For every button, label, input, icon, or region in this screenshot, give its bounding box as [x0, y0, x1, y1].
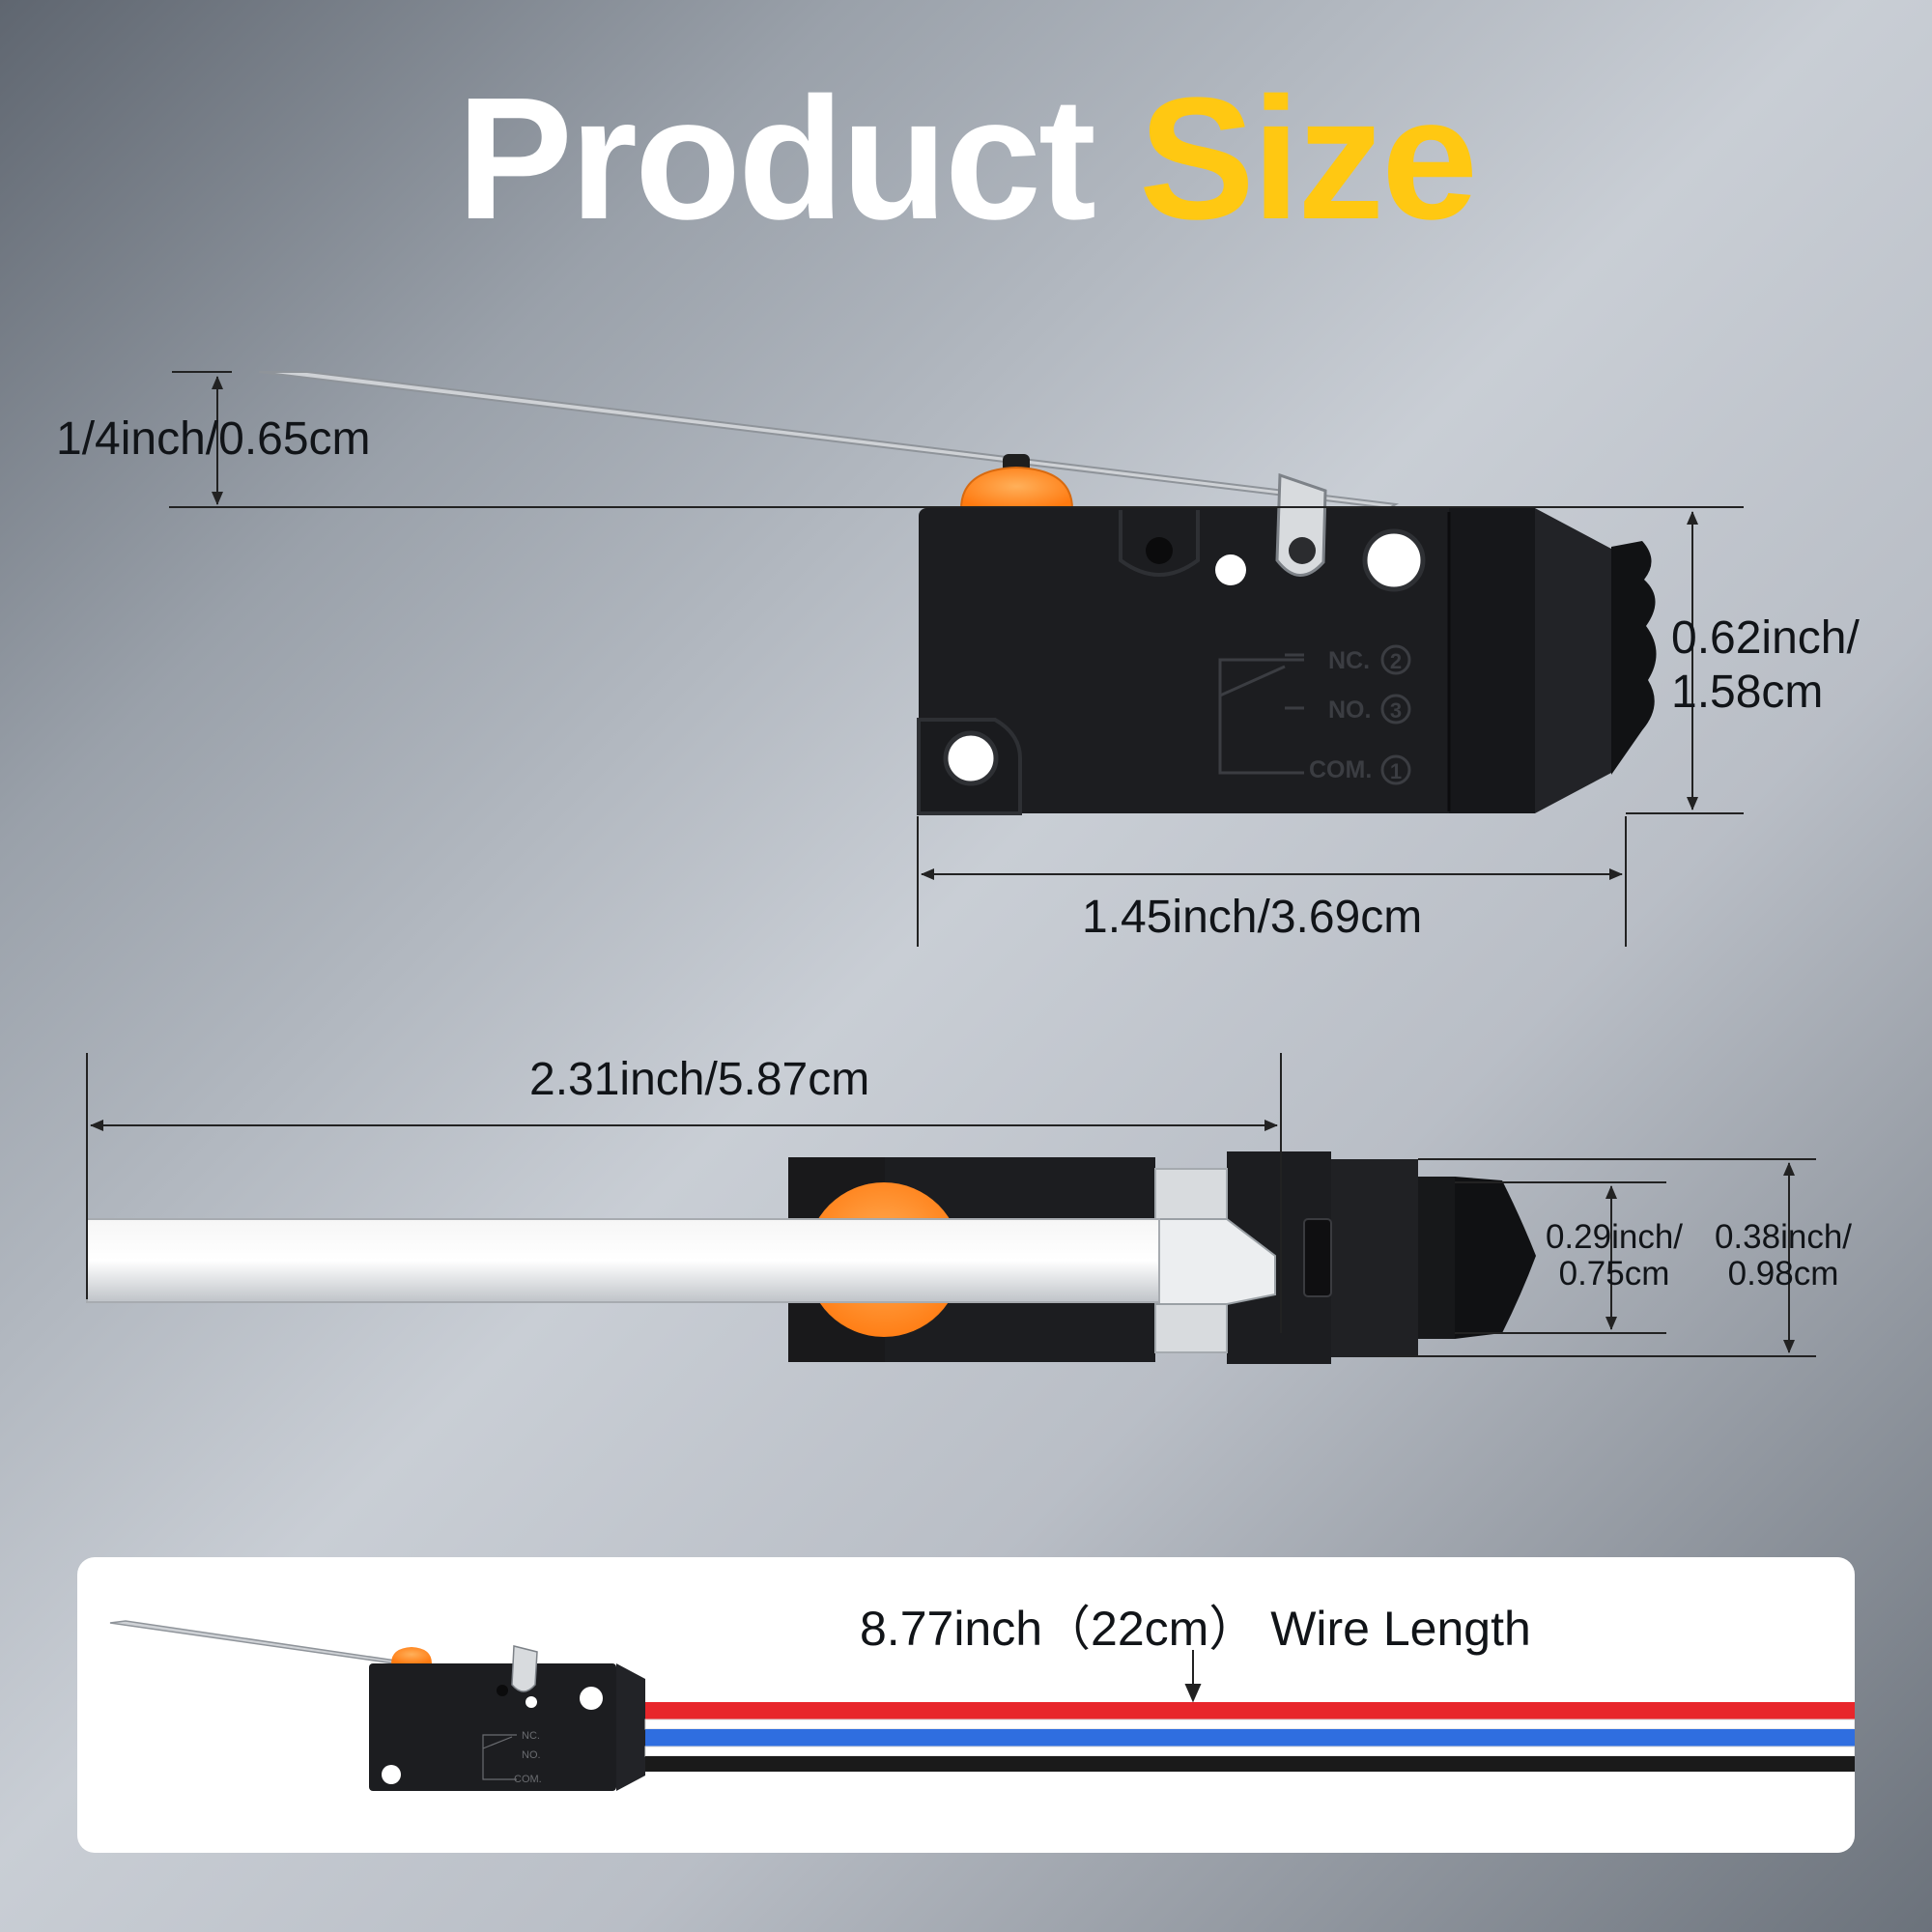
- body-thickness-label: 0.38inch/ 0.98cm: [1706, 1219, 1861, 1293]
- body-thickness-line2: 0.98cm: [1727, 1255, 1839, 1293]
- terminal-no-number: 3: [1390, 698, 1402, 723]
- actuator-thickness-label: 0.29inch/ 0.75cm: [1542, 1219, 1687, 1293]
- switch-side-view: NC. NO. COM. 2 3 1: [258, 371, 1657, 815]
- body-width-label: 1.45inch/3.69cm: [1082, 892, 1423, 943]
- top-dimension-lines: [169, 371, 1744, 947]
- wire-length-panel: NC. NO. COM.: [77, 1557, 1856, 1853]
- wire-length-label: 8.77inch（22cm） Wire Length: [860, 1602, 1531, 1656]
- body-height-label: 0.62inch/ 1.58cm: [1671, 611, 1860, 720]
- middle-dimension-lines: [86, 1053, 1816, 1357]
- terminal-com-number: 1: [1390, 759, 1402, 783]
- terminal-nc-number: 2: [1390, 649, 1402, 673]
- mini-no-label: NO.: [522, 1749, 541, 1761]
- terminal-no-label: NO.: [1328, 696, 1371, 724]
- switch-with-wires: NC. NO. COM.: [109, 1620, 1856, 1791]
- body-thickness-line1: 0.38inch/: [1714, 1218, 1853, 1256]
- terminal-com-label: COM.: [1309, 756, 1372, 783]
- actuator-thickness-line1: 0.29inch/: [1545, 1218, 1684, 1256]
- lever-height-label: 1/4inch/0.65cm: [56, 413, 371, 465]
- mini-nc-label: NC.: [522, 1730, 540, 1742]
- page-title: Product Size: [0, 68, 1932, 251]
- title-word-product: Product: [456, 62, 1096, 256]
- switch-top-view: [86, 1151, 1536, 1364]
- mini-com-label: COM.: [514, 1774, 542, 1785]
- title-word-size: Size: [1138, 62, 1478, 256]
- body-height-line1: 0.62inch/: [1671, 612, 1860, 664]
- actuator-thickness-line2: 0.75cm: [1558, 1255, 1670, 1293]
- wire-pointer-arrow: [1184, 1650, 1202, 1703]
- body-height-line2: 1.58cm: [1671, 667, 1824, 718]
- lever-length-label: 2.31inch/5.87cm: [529, 1054, 870, 1105]
- wire-diagram: NC. NO. COM.: [109, 1620, 1856, 1791]
- terminal-nc-label: NC.: [1328, 647, 1370, 674]
